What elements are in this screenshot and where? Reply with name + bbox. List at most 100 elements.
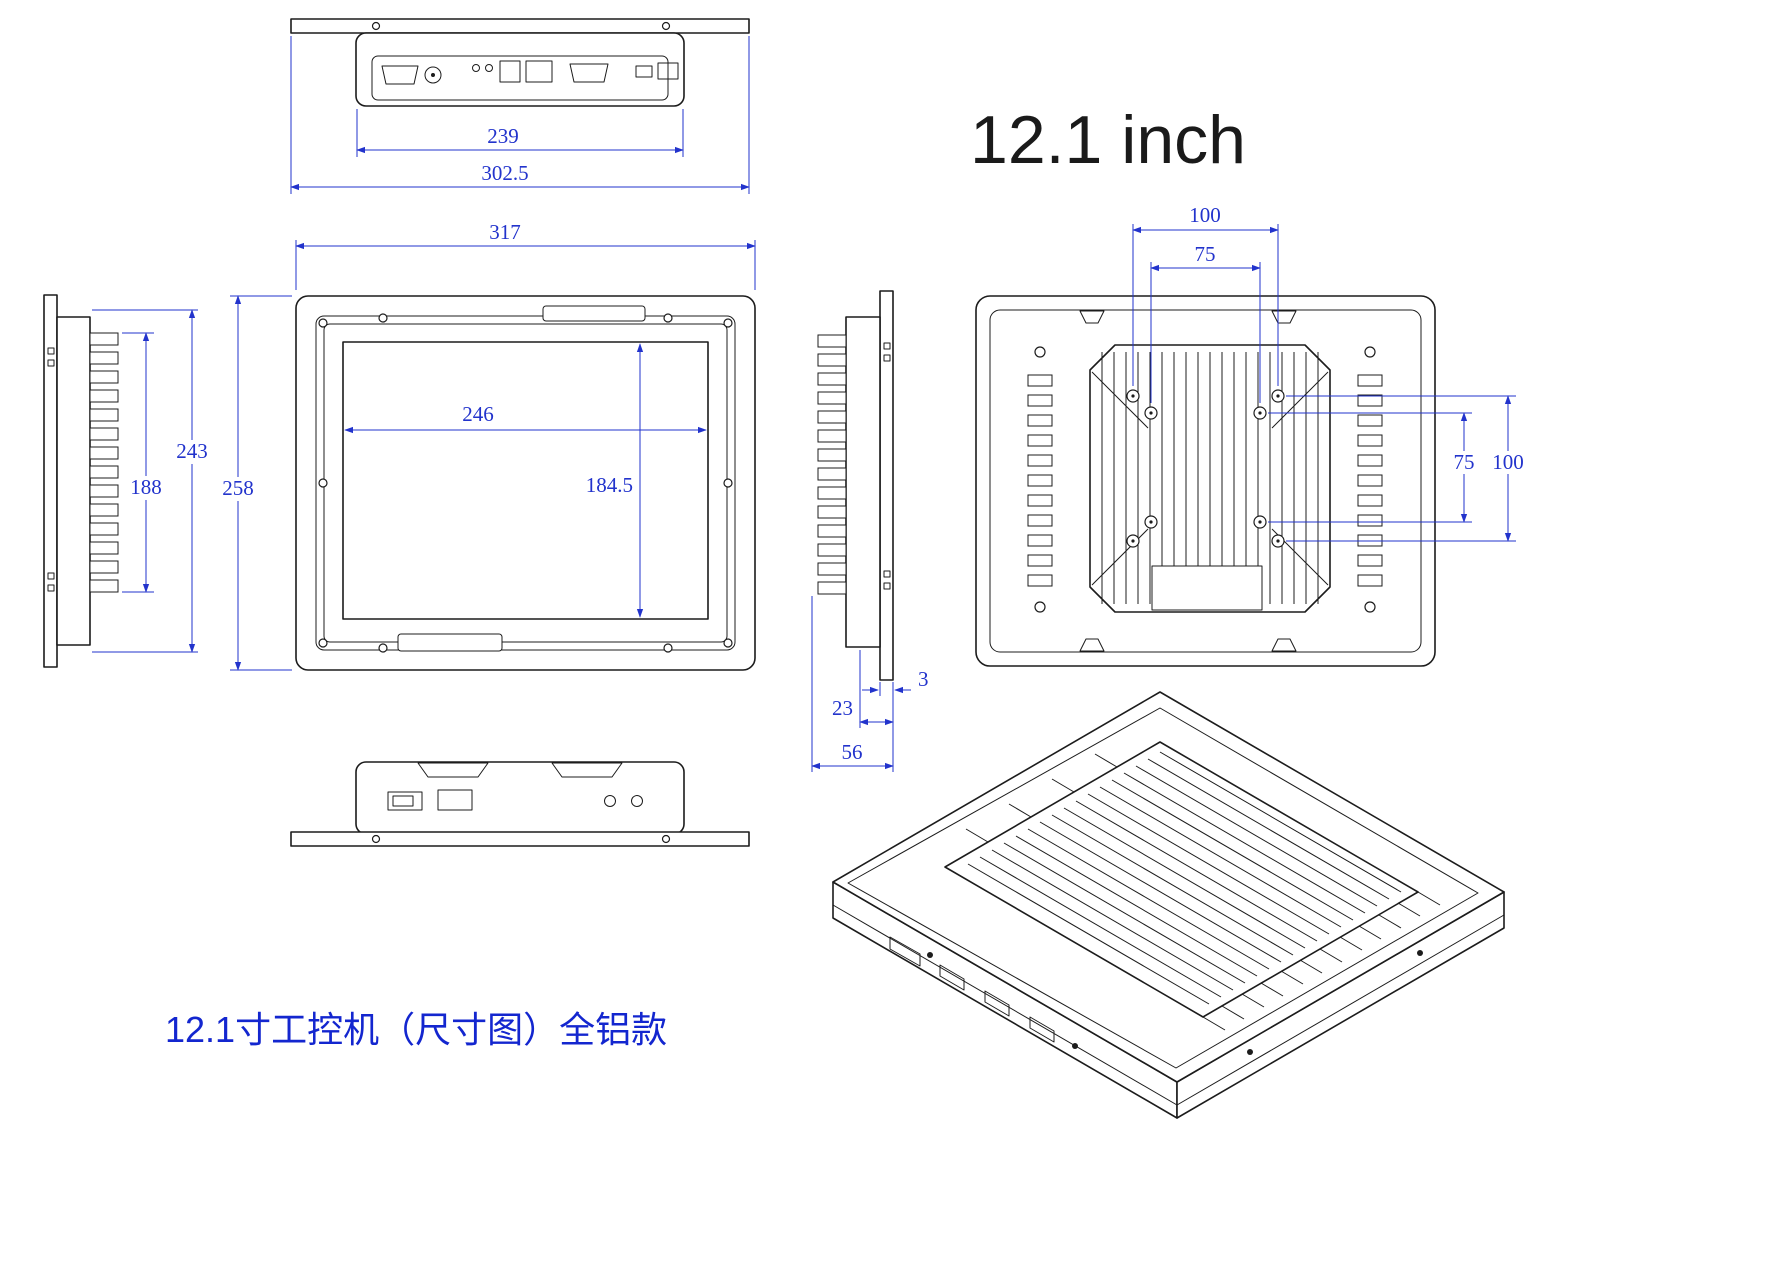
iso-step-fins: [965, 753, 1118, 843]
side-body: [845, 316, 881, 648]
dim-bezel-thickness: 3: [862, 667, 929, 728]
top-flange: [290, 18, 750, 34]
page-title: 12.1 inch: [970, 102, 1246, 178]
usb-port-icon: [939, 964, 965, 991]
dim-display-height: 184.5: [586, 343, 644, 618]
button-icon: [927, 952, 933, 958]
side-flange: [43, 294, 58, 668]
vga-port-icon: [381, 65, 419, 85]
dim-label: 317: [489, 220, 521, 244]
dim-label: 184.5: [586, 473, 633, 497]
dim-vesa-top-outer: 100: [1132, 203, 1279, 386]
bottom-port-icon: [437, 789, 473, 811]
serial-port-icon: [569, 63, 609, 83]
button-icon: [1247, 1049, 1253, 1055]
dim-top-body-width: 239: [356, 109, 684, 157]
top-view: 239 302.5: [290, 18, 750, 194]
dim-top-flange-width: 302.5: [290, 36, 750, 194]
front-bezel-inner: [315, 315, 736, 651]
vesa-holes: [1126, 389, 1285, 548]
bottom-port-inner: [392, 795, 414, 807]
usb-port-icon: [499, 60, 521, 83]
heatsink-fins: [817, 334, 847, 595]
bezel-screws: [318, 313, 733, 653]
iso-inner-face: [847, 707, 1479, 1069]
screw-icon: [661, 834, 671, 844]
dim-label: 3: [918, 667, 929, 691]
screw-icon: [371, 834, 381, 844]
dim-total-depth: 56: [811, 596, 894, 772]
bottom-port-icon: [387, 791, 423, 811]
io-ports: [381, 60, 679, 85]
bottom-cutout: [417, 762, 489, 778]
mount-cutouts: [1079, 310, 1297, 652]
port-icon: [1029, 1016, 1055, 1043]
side-vent-fins: [1027, 374, 1383, 587]
dim-label: 243: [176, 439, 208, 463]
screw-icon: [1364, 346, 1376, 358]
bottom-view: [290, 761, 750, 847]
button-icon: [1072, 1043, 1078, 1049]
dim-vesa-right-inner: 75: [1268, 412, 1481, 523]
iso-io-ports: [889, 936, 1423, 1055]
screw-icon: [661, 21, 671, 31]
bottom-cutout: [551, 762, 623, 778]
dim-label: 188: [130, 475, 162, 499]
power-pin-icon: [431, 73, 435, 77]
dim-label: 23: [832, 696, 853, 720]
lan-port-icon: [525, 60, 553, 83]
dim-front-width: 317: [295, 220, 756, 290]
flange-screw-marks: [883, 342, 891, 590]
bottom-flange: [290, 831, 750, 847]
screw-icon: [371, 21, 381, 31]
bottom-button-icon: [631, 795, 643, 807]
dim-label: 56: [842, 740, 863, 764]
screw-icon: [1034, 346, 1046, 358]
center-side-view: 3 23 56: [811, 290, 929, 772]
dim-label: 239: [487, 124, 519, 148]
dim-front-height: 258: [220, 295, 292, 671]
dim-label: 100: [1189, 203, 1221, 227]
iso-bezel-line: [832, 904, 1505, 1106]
screw-icon: [1034, 601, 1046, 613]
side-body: [56, 316, 91, 646]
dim-label: 75: [1195, 242, 1216, 266]
bottom-button-icon: [604, 795, 616, 807]
flange-screw-marks: [47, 347, 55, 592]
drawing-caption: 12.1寸工控机（尺寸图）全铝款: [165, 1009, 667, 1050]
dim-label: 302.5: [481, 161, 528, 185]
dim-vesa-right-outer: 100: [1286, 395, 1529, 542]
dim-label: 258: [222, 476, 254, 500]
switch-icon: [635, 65, 653, 78]
display-area: [342, 341, 709, 620]
heatsink-fins: [89, 332, 119, 593]
rear-label-plate: [1151, 565, 1263, 611]
led-icon: [472, 64, 480, 72]
power-jack-icon: [424, 66, 442, 84]
port-icon: [657, 62, 679, 80]
dim-display-width: 246: [344, 402, 707, 434]
bottom-body: [355, 761, 685, 835]
top-latch: [542, 305, 646, 322]
dim-vesa-top-inner: 75: [1150, 242, 1261, 403]
button-icon: [1417, 950, 1423, 956]
screw-icon: [1364, 601, 1376, 613]
dim-body-height: 243: [92, 309, 210, 653]
left-side-view: 188 243: [43, 294, 210, 668]
rear-view: 100 75 75 100: [975, 203, 1529, 667]
heatsink-outline: [1089, 344, 1331, 613]
dim-label: 100: [1492, 450, 1524, 474]
led-icon: [485, 64, 493, 72]
front-outer-frame: [295, 295, 756, 671]
dim-label: 246: [462, 402, 494, 426]
bottom-latch: [397, 633, 503, 652]
dim-fin-height: 188: [122, 332, 164, 593]
serial-port-icon: [889, 936, 921, 967]
iso-edge-comb: [1202, 891, 1441, 1031]
front-view: 317 246 184.5 258: [220, 220, 756, 671]
dim-label: 75: [1454, 450, 1475, 474]
dim-mount-depth: 23: [832, 650, 894, 728]
isometric-view: [832, 691, 1505, 1119]
